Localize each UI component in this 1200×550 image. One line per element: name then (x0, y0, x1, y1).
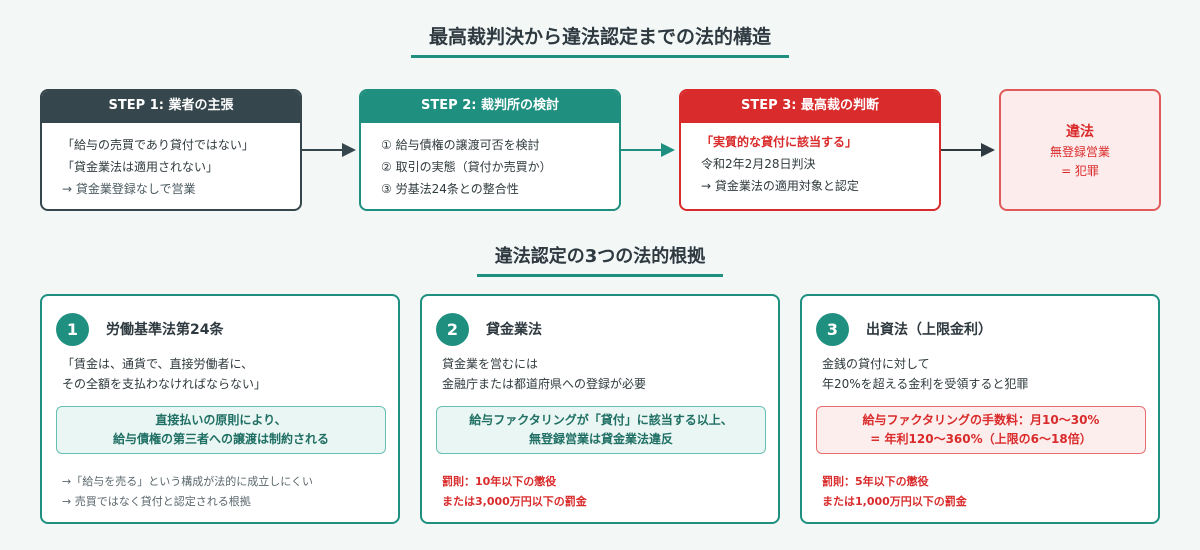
step-3-box: STEP 3: 最高裁の判断 「実質的な貸付に該当する」 令和2年2月28日判決… (679, 89, 941, 211)
step-2-line-1: ① 給与債権の譲渡可否を検討 (381, 138, 540, 152)
arrow-step2-to-step3 (621, 143, 675, 157)
result-box: 違法 無登録営業 = 犯罪 (999, 89, 1161, 211)
ground-3-body-line-1: 金銭の貸付に対して (822, 357, 930, 371)
ground-1-footer-line-2: → 売買ではなく貸付と認定される根拠 (62, 495, 251, 508)
ground-2-body-line-2: 金融庁または都道府県への登録が必要 (442, 377, 647, 391)
ground-1-footer-line-1: →「給与を売る」という構成が法的に成立しにくい (62, 475, 313, 488)
step-2-line-3: ③ 労基法24条との整合性 (381, 182, 519, 196)
step-1-box: STEP 1: 業者の主張 「給与の売買であり貸付ではない」 「貸金業法は適用さ… (40, 89, 302, 211)
arrow-step1-to-step2 (302, 143, 356, 157)
step-1-header: STEP 1: 業者の主張 (42, 91, 300, 123)
ground-1-number-badge: 1 (56, 313, 89, 346)
step-1-line-3: → 貸金業登録なしで営業 (62, 182, 196, 196)
ground-card-1: 1 労働基準法第24条 「賃金は、通貨で、直接労働者に、 その全額を支払わなけれ… (40, 294, 400, 524)
ground-3-penalty: 罰則：5年以下の懲役 または1,000万円以下の罰金 (822, 472, 967, 512)
ground-2-penalty: 罰則：10年以下の懲役 または3,000万円以下の罰金 (442, 472, 587, 512)
arrow-step3-to-result (941, 143, 995, 157)
ground-2-body: 貸金業を営むには 金融庁または都道府県への登録が必要 (442, 354, 646, 394)
step-3-header: STEP 3: 最高裁の判断 (681, 91, 939, 123)
ground-1-body-line-1: 「賃金は、通貨で、直接労働者に、 (62, 357, 254, 371)
ground-2-title: 貸金業法 (486, 322, 542, 338)
step-1-body: 「給与の売買であり貸付ではない」 「貸金業法は適用されない」 → 貸金業登録なし… (42, 123, 300, 200)
ground-2-body-line-1: 貸金業を営むには (442, 357, 539, 371)
ground-2-penalty-line-1: 罰則：10年以下の懲役 (442, 475, 557, 488)
step-1-line-1: 「給与の売買であり貸付ではない」 (62, 138, 254, 152)
step-2-header: STEP 2: 裁判所の検討 (361, 91, 619, 123)
ground-2-number-badge: 2 (436, 313, 469, 346)
section-title: 違法認定の3つの法的根拠 (0, 242, 1200, 277)
ground-2-penalty-line-2: または3,000万円以下の罰金 (442, 495, 587, 508)
result-line-1: 無登録営業 (1049, 145, 1110, 159)
main-title-text: 最高裁判決から違法認定までの法的構造 (410, 22, 789, 58)
step-3-line-1: 「実質的な貸付に該当する」 (701, 135, 858, 149)
result-title: 違法 (1066, 124, 1094, 140)
ground-card-3: 3 出資法（上限金利） 金銭の貸付に対して 年20%を超える金利を受領すると犯罪… (800, 294, 1160, 524)
step-1-line-2: 「貸金業法は適用されない」 (62, 160, 219, 174)
ground-1-highlight-line-2: 給与債権の第三者への譲渡は制約される (112, 432, 329, 446)
step-3-line-3: → 貸金業法の適用対象と認定 (701, 179, 859, 193)
ground-card-2: 2 貸金業法 貸金業を営むには 金融庁または都道府県への登録が必要 給与ファクタ… (420, 294, 780, 524)
step-2-line-2: ② 取引の実態（貸付か売買か） (381, 160, 552, 174)
main-title: 最高裁判決から違法認定までの法的構造 (0, 22, 1200, 58)
ground-1-body: 「賃金は、通貨で、直接労働者に、 その全額を支払わなければならない」 (62, 354, 266, 394)
ground-1-body-line-2: その全額を支払わなければならない」 (62, 377, 267, 391)
ground-2-highlight-line-2: 無登録営業は貸金業法違反 (528, 432, 673, 446)
result-line-2: = 犯罪 (1061, 164, 1099, 178)
ground-3-highlight-line-2: = 年利120〜360%（上限の6〜18倍） (870, 432, 1092, 446)
section-title-text: 違法認定の3つの法的根拠 (476, 242, 724, 277)
step-3-body: 「実質的な貸付に該当する」 令和2年2月28日判決 → 貸金業法の適用対象と認定 (681, 123, 939, 197)
ground-1-highlight: 直接払いの原則により、 給与債権の第三者への譲渡は制約される (56, 406, 386, 454)
ground-3-highlight: 給与ファクタリングの手数料：月10〜30% = 年利120〜360%（上限の6〜… (816, 406, 1146, 454)
ground-1-title: 労働基準法第24条 (106, 322, 224, 338)
ground-3-title: 出資法（上限金利） (866, 322, 992, 338)
ground-3-penalty-line-1: 罰則：5年以下の懲役 (822, 475, 929, 488)
ground-3-number-badge: 3 (816, 313, 849, 346)
ground-2-highlight: 給与ファクタリングが「貸付」に該当する以上、 無登録営業は貸金業法違反 (436, 406, 766, 454)
ground-3-penalty-line-2: または1,000万円以下の罰金 (822, 495, 967, 508)
ground-2-highlight-line-1: 給与ファクタリングが「貸付」に該当する以上、 (469, 413, 733, 427)
step-2-body: ① 給与債権の譲渡可否を検討 ② 取引の実態（貸付か売買か） ③ 労基法24条と… (361, 123, 619, 200)
ground-1-footer: →「給与を売る」という構成が法的に成立しにくい → 売買ではなく貸付と認定される… (62, 472, 313, 512)
step-3-line-2: 令和2年2月28日判決 (701, 157, 816, 171)
ground-3-highlight-line-1: 給与ファクタリングの手数料：月10〜30% (862, 413, 1100, 427)
ground-1-highlight-line-1: 直接払いの原則により、 (155, 413, 287, 427)
step-2-box: STEP 2: 裁判所の検討 ① 給与債権の譲渡可否を検討 ② 取引の実態（貸付… (359, 89, 621, 211)
ground-3-body: 金銭の貸付に対して 年20%を超える金利を受領すると犯罪 (822, 354, 1028, 394)
ground-3-body-line-2: 年20%を超える金利を受領すると犯罪 (822, 377, 1029, 391)
